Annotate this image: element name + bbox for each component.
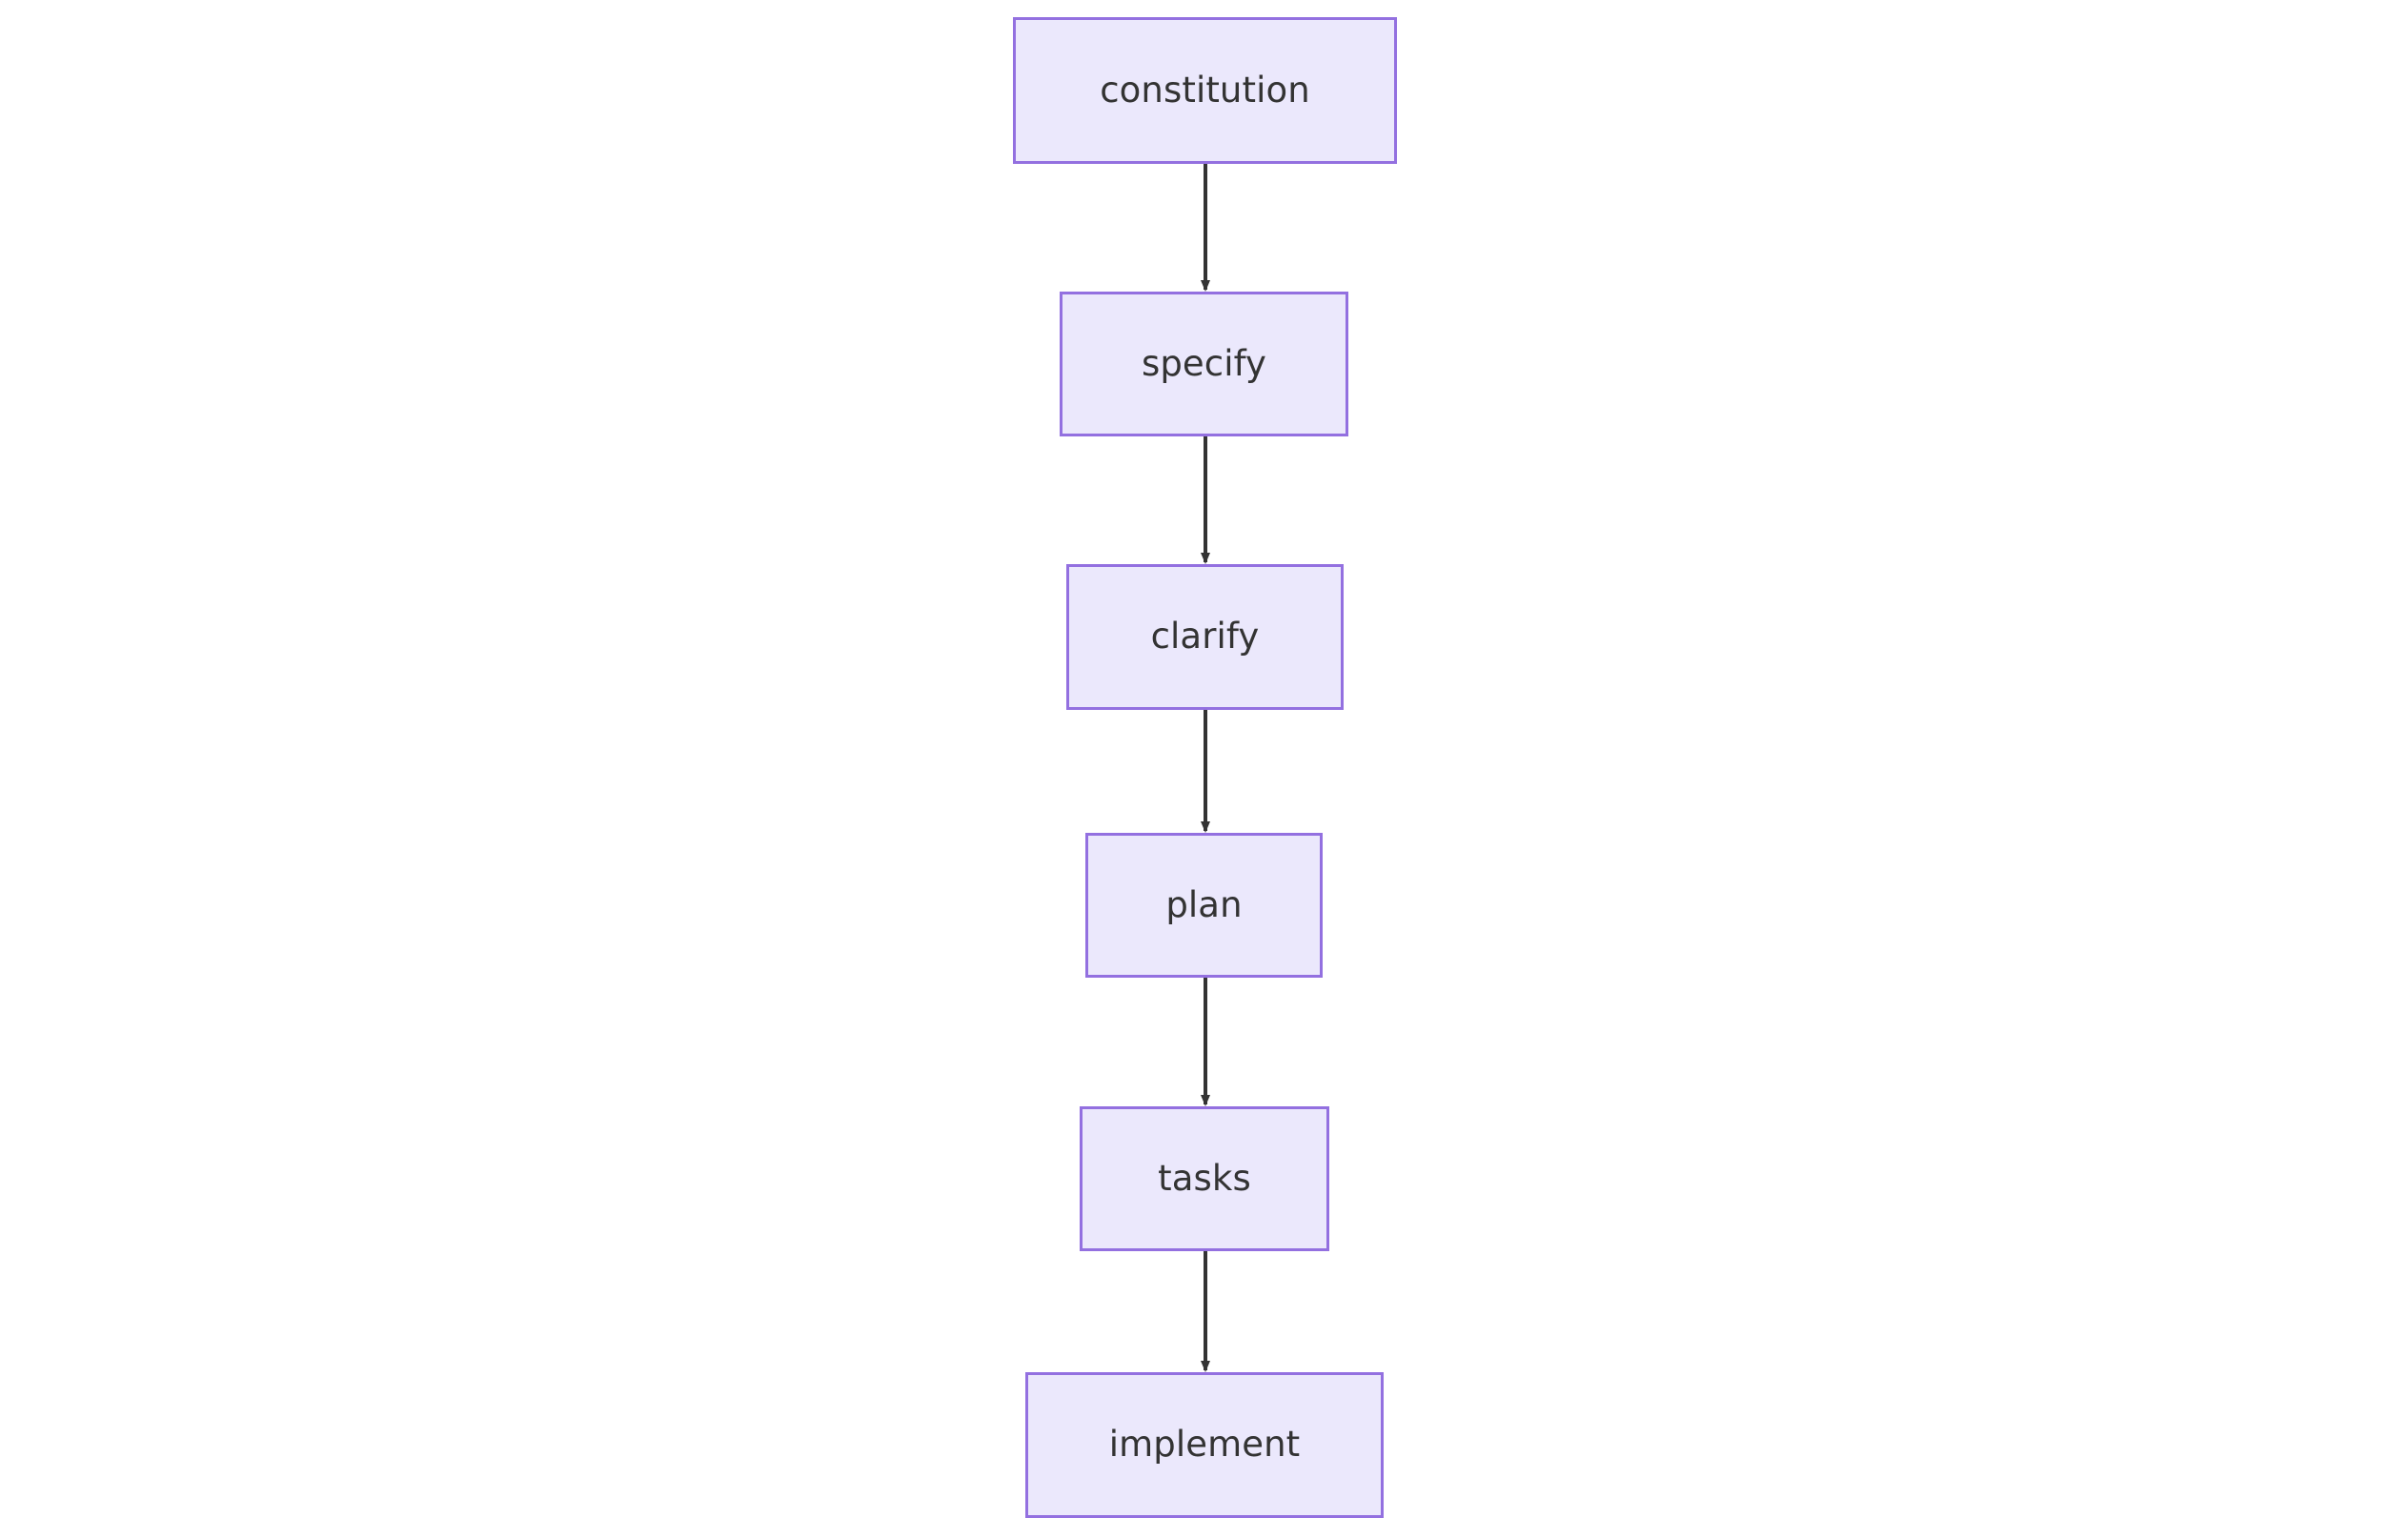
flowchart-node-clarify[interactable]: clarify (1066, 564, 1344, 710)
flowchart-node-label: specify (1141, 342, 1267, 384)
flowchart-node-plan[interactable]: plan (1085, 833, 1323, 978)
flowchart-node-label: tasks (1158, 1157, 1251, 1199)
flowchart-node-tasks[interactable]: tasks (1080, 1106, 1329, 1251)
flowchart-node-constitution[interactable]: constitution (1013, 17, 1397, 164)
flowchart-node-label: plan (1165, 883, 1243, 925)
flowchart-node-label: implement (1108, 1424, 1301, 1466)
flowchart-node-label: constitution (1100, 69, 1310, 111)
flowchart-node-label: clarify (1150, 616, 1260, 658)
flowchart-node-specify[interactable]: specify (1060, 292, 1348, 436)
flowchart-node-implement[interactable]: implement (1025, 1372, 1384, 1518)
